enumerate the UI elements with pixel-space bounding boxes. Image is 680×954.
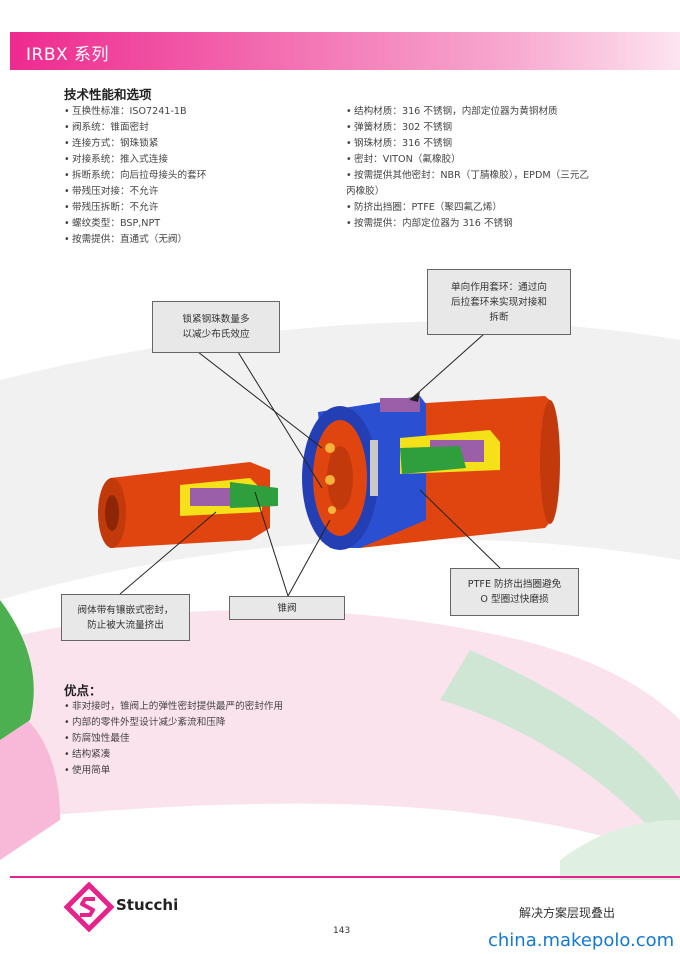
tech-right-list: 结构材质：316 不锈钢，内部定位器为黄铜材质 弹簧材质：302 不锈钢 钢珠材… — [346, 104, 589, 232]
list-item-continuation: 丙橡胶） — [346, 186, 385, 197]
watermark-text: china.makepolo.com — [488, 930, 675, 951]
page-title: IRBX 系列 — [26, 45, 110, 65]
callout-sleeve-line: 后拉套环来实现对接和 — [451, 296, 547, 308]
list-item: 互换性标准：ISO7241-1B — [64, 104, 206, 120]
footer-slogan: 解决方案层现叠出 — [519, 906, 616, 920]
list-item: 防腐蚀性最佳 — [64, 731, 283, 747]
list-item: 使用简单 — [64, 763, 283, 779]
list-item: 对接系统：推入式连接 — [64, 152, 206, 168]
callout-valve-seal: 阀体带有镶嵌式密封， 防止被大流量挤出 — [61, 594, 190, 641]
list-item: 按需提供：直通式（无阀） — [64, 232, 206, 248]
list-item: 带残压拆断：不允许 — [64, 200, 206, 216]
list-item: 螺纹类型：BSP,NPT — [64, 216, 206, 232]
callout-cone-label: 锥阀 — [277, 602, 297, 614]
list-item: 钢珠材质：316 不锈钢 — [346, 136, 589, 152]
list-item: 内部的零件外型设计减少紊流和压降 — [64, 715, 283, 731]
callout-ptfe: PTFE 防挤出挡圈避免 O 型圈过快磨损 — [450, 568, 579, 616]
callout-valve-seal-line: 防止被大流量挤出 — [87, 619, 164, 631]
brand-name: Stucchi — [116, 896, 179, 914]
advantages-title: 优点： — [64, 683, 102, 698]
list-item: 带残压对接：不允许 — [64, 184, 206, 200]
male-nipple-graphic — [98, 462, 278, 548]
callout-balls-line: 以减少布氏效应 — [182, 329, 250, 340]
callout-sleeve-line: 单向作用套环：通过向 — [451, 281, 547, 293]
tech-left-list: 互换性标准：ISO7241-1B 阀系统：锥面密封 连接方式：钢珠锁紧 对接系统… — [64, 104, 206, 248]
callout-valve-seal-line: 阀体带有镶嵌式密封， — [77, 604, 174, 616]
footer-divider — [10, 876, 680, 878]
callout-ptfe-line: O 型圈过快磨损 — [480, 594, 549, 605]
tech-section-title: 技术性能和选项 — [64, 87, 152, 102]
list-item: 防挤出挡圈：PTFE（聚四氟乙烯） — [346, 200, 589, 216]
leader-lines — [119, 333, 501, 597]
list-item: 非对接时，锥阀上的弹性密封提供最严的密封作用 — [64, 699, 283, 715]
list-item: 按需提供其他密封：NBR（丁腈橡胶），EPDM（三元乙 — [346, 168, 589, 184]
list-item: 结构材质：316 不锈钢，内部定位器为黄铜材质 — [346, 104, 589, 120]
stucchi-logo-icon — [64, 882, 114, 932]
list-item: 结构紧凑 — [64, 747, 283, 763]
list-item: 拆断系统：向后拉母接头的套环 — [64, 168, 206, 184]
list-item: 密封：VITON（氟橡胶） — [346, 152, 589, 168]
callout-sleeve-line: 拆断 — [489, 311, 509, 323]
callout-cone: 锥阀 — [229, 596, 345, 620]
callout-balls-line: 锁紧钢珠数量多 — [182, 314, 250, 325]
advantages-list: 非对接时，锥阀上的弹性密封提供最严的密封作用 内部的零件外型设计减少紊流和压降 … — [64, 699, 283, 779]
page-number: 143 — [333, 926, 351, 936]
callout-balls: 锁紧钢珠数量多 以减少布氏效应 — [152, 301, 280, 353]
list-item: 阀系统：锥面密封 — [64, 120, 206, 136]
callout-ptfe-line: PTFE 防挤出挡圈避免 — [467, 579, 562, 590]
list-item: 弹簧材质：302 不锈钢 — [346, 120, 589, 136]
callout-sleeve: 单向作用套环：通过向 后拉套环来实现对接和 拆断 — [427, 269, 571, 335]
list-item: 按需提供：内部定位器为 316 不锈钢 — [346, 216, 589, 232]
header-band: IRBX 系列 — [10, 32, 680, 70]
female-coupling-graphic — [302, 396, 560, 550]
list-item: 连接方式：钢珠锁紧 — [64, 136, 206, 152]
